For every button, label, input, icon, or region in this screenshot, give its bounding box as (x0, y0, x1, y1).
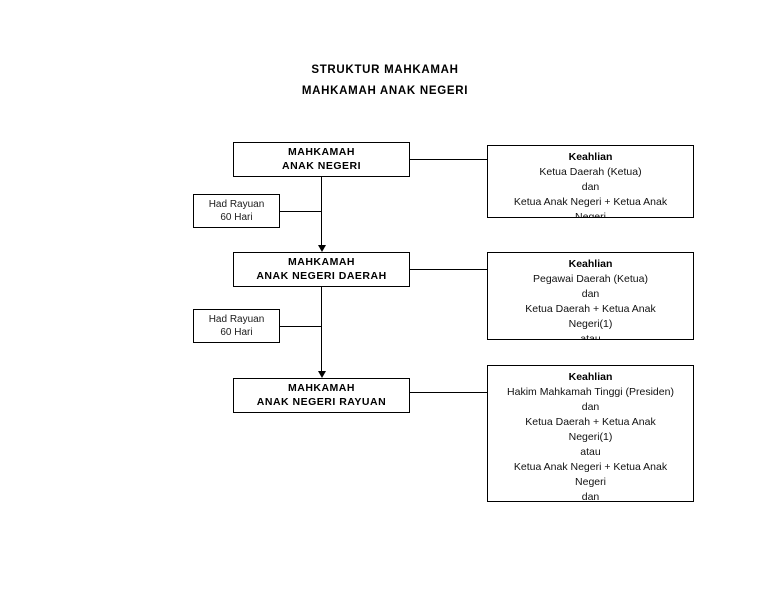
panel-line: dan (581, 491, 600, 502)
panel-line: Negeri (575, 476, 606, 488)
node-mahkamah-anak-negeri[interactable]: MAHKAMAH ANAK NEGERI (233, 142, 410, 177)
note-label: Had Rayuan 60 Hari (209, 313, 265, 339)
title-line-2: MAHKAMAH ANAK NEGERI (301, 85, 469, 97)
flow-arrow-icon-1 (318, 245, 326, 252)
note-connector-line-1 (280, 211, 322, 212)
panel-keahlian-anak-negeri-rayuan[interactable]: Keahlian Hakim Mahkamah Tinggi (Presiden… (487, 365, 694, 502)
panel-line: Negeri(1) (568, 318, 613, 330)
panel-connector-line-1 (410, 159, 488, 160)
panel-line: dan (581, 401, 600, 413)
panel-line: atau (580, 446, 601, 458)
panel-heading: Keahlian (568, 371, 613, 383)
node-label: MAHKAMAH ANAK NEGERI RAYUAN (257, 382, 386, 409)
node-label: MAHKAMAH ANAK NEGERI DAERAH (256, 256, 386, 283)
note-label-line-1: Had Rayuan (208, 314, 265, 325)
panel-line: Ketua Daerah (Ketua) (539, 166, 642, 178)
panel-line: atau (580, 333, 601, 340)
note-connector-line-2 (280, 326, 322, 327)
node-label-line-1: MAHKAMAH (288, 256, 355, 268)
note-label-line-2: 60 Hari (220, 212, 253, 223)
title-line-1: STRUKTUR MAHKAMAH (311, 64, 459, 76)
node-label: MAHKAMAH ANAK NEGERI (282, 146, 361, 173)
node-mahkamah-anak-negeri-daerah[interactable]: MAHKAMAH ANAK NEGERI DAERAH (233, 252, 410, 287)
node-label-line-2: ANAK NEGERI (281, 159, 361, 172)
note-had-rayuan-1[interactable]: Had Rayuan 60 Hari (193, 194, 280, 228)
panel-line: Negeri (575, 211, 606, 218)
panel-heading: Keahlian (568, 258, 613, 270)
note-label-line-2: 60 Hari (220, 327, 253, 338)
note-label: Had Rayuan 60 Hari (209, 198, 265, 224)
panel-connector-line-3 (410, 392, 488, 393)
node-label-line-2: ANAK NEGERI RAYUAN (256, 395, 387, 408)
panel-line: Ketua Anak Negeri + Ketua Anak (513, 461, 668, 473)
panel-line: Negeri(1) (568, 431, 613, 443)
panel-line: Hakim Mahkamah Tinggi (Presiden) (507, 386, 674, 398)
node-label-line-2: ANAK NEGERI DAERAH (256, 269, 387, 282)
note-had-rayuan-2[interactable]: Had Rayuan 60 Hari (193, 309, 280, 343)
page-title: STRUKTUR MAHKAMAH MAHKAMAH ANAK NEGERI (185, 60, 585, 102)
panel-line: dan (581, 181, 600, 193)
panel-connector-line-2 (410, 269, 488, 270)
flow-arrow-icon-2 (318, 371, 326, 378)
note-label-line-1: Had Rayuan (208, 199, 265, 210)
panel-line: Pegawai Daerah (Ketua) (533, 273, 648, 285)
panel-heading: Keahlian (568, 151, 613, 163)
panel-line: Ketua Anak Negeri + Ketua Anak (513, 196, 668, 208)
panel-line: dan (581, 288, 600, 300)
node-mahkamah-anak-negeri-rayuan[interactable]: MAHKAMAH ANAK NEGERI RAYUAN (233, 378, 410, 413)
panel-line: Ketua Daerah + Ketua Anak (525, 416, 656, 428)
node-label-line-1: MAHKAMAH (287, 382, 355, 394)
panel-line: Ketua Daerah + Ketua Anak (525, 303, 656, 315)
node-label-line-1: MAHKAMAH (287, 146, 355, 158)
flow-connector-line-2 (321, 287, 322, 371)
